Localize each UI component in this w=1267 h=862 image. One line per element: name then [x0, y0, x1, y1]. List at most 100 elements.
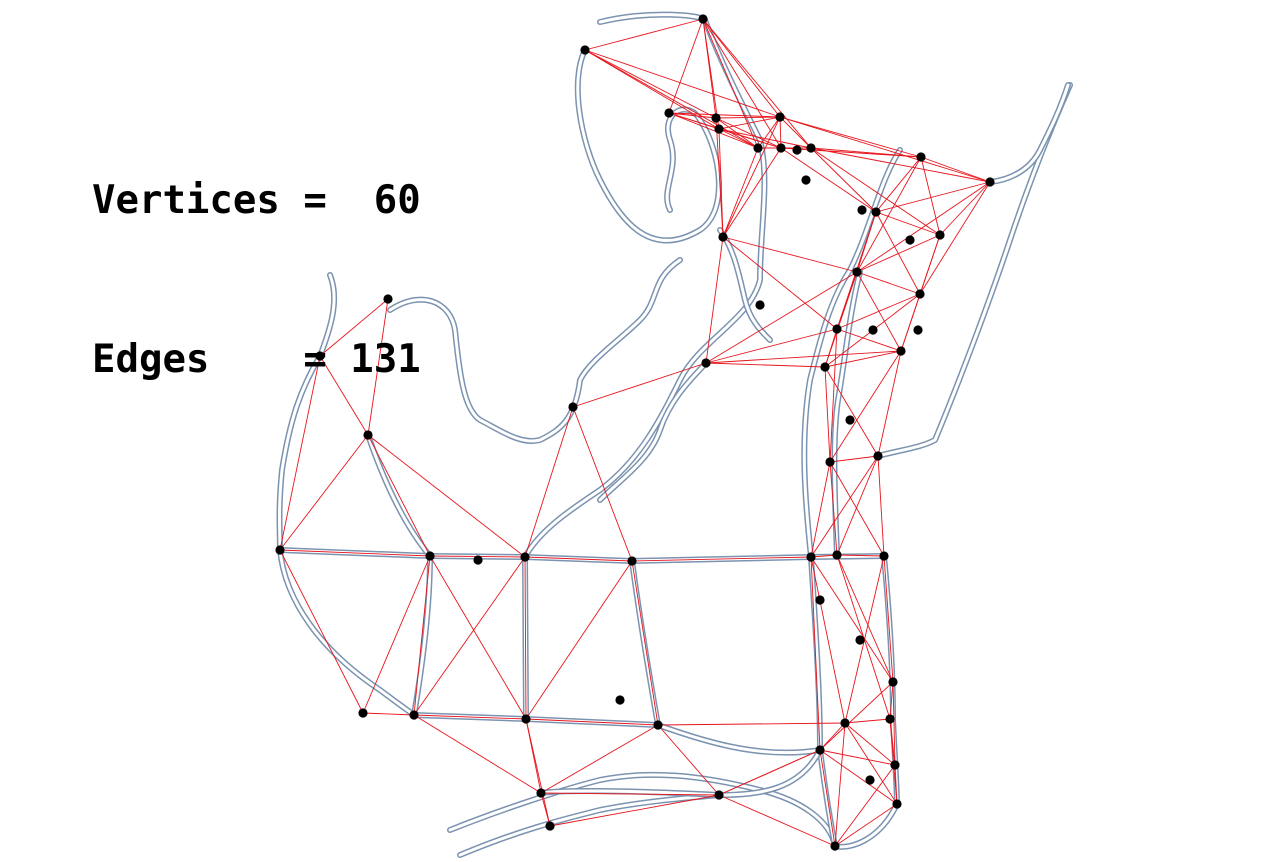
graph-edge	[875, 181, 991, 213]
graph-edge	[892, 681, 896, 766]
graph-edge	[367, 434, 526, 558]
graph-edge	[540, 792, 720, 796]
graph-edge	[413, 714, 542, 794]
graph-edge	[319, 298, 389, 357]
graph-vertex	[409, 710, 419, 720]
graph-edge	[718, 128, 759, 149]
graph-vertex	[868, 325, 878, 335]
graph-edge	[657, 722, 846, 726]
graph-edge	[883, 555, 894, 683]
graph-vertex	[830, 841, 840, 851]
graph-vertex	[896, 346, 906, 356]
graph-vertex	[855, 635, 865, 645]
road-fill	[458, 793, 721, 857]
graph-edge	[877, 350, 902, 457]
graph-edge	[549, 794, 720, 827]
graph-edge	[810, 461, 831, 558]
graph-edge	[718, 128, 782, 149]
graph-edge	[702, 18, 781, 118]
graph-vertex	[521, 714, 531, 724]
graph-edge	[829, 461, 838, 556]
graph-edge	[413, 555, 431, 716]
graph-edge	[779, 116, 812, 149]
road-fill	[809, 555, 837, 848]
graph-edge	[705, 362, 826, 368]
graph-edge	[722, 236, 858, 273]
graph-edge	[718, 749, 821, 796]
graph-vertex	[363, 430, 373, 440]
graph-vertex	[913, 325, 923, 335]
graph-edge	[824, 366, 879, 457]
vertices-label: Vertices	[92, 178, 280, 223]
graph-vertex	[545, 821, 555, 831]
graph-vertex	[568, 402, 578, 412]
graph-edge	[718, 116, 781, 130]
graph-edge	[631, 560, 659, 726]
graph-edge	[715, 116, 781, 119]
graph-vertex	[890, 760, 900, 770]
graph-edge	[810, 147, 922, 158]
graph-vertex	[985, 177, 995, 187]
graph-edge	[525, 718, 551, 827]
graph-edge	[844, 722, 896, 766]
road-fill	[448, 773, 837, 848]
graph-edge	[836, 328, 902, 352]
graph-edge	[836, 554, 894, 683]
graph-edge	[525, 560, 633, 720]
graph-edge	[824, 328, 838, 368]
graph-edge	[939, 181, 991, 236]
graph-edge	[856, 271, 921, 295]
edges-value: 131	[350, 337, 421, 382]
graph-vertex	[358, 708, 368, 718]
graph-edge	[856, 156, 922, 273]
graph-edge	[824, 366, 831, 463]
graph-edge	[413, 714, 527, 720]
graph-vertex	[915, 289, 925, 299]
graph-edge	[780, 147, 877, 213]
road-fill	[832, 270, 862, 557]
graph-edge	[367, 298, 389, 436]
graph-edge	[722, 116, 781, 238]
graph-edge	[524, 406, 574, 558]
graph-edge	[810, 147, 991, 183]
graph-edge	[572, 406, 633, 562]
graph-vertex	[832, 550, 842, 560]
graph-edge	[819, 681, 894, 751]
graph-edge	[668, 18, 704, 114]
graph-edge	[819, 749, 836, 847]
graph-vertex	[473, 555, 483, 565]
graph-vertex	[825, 457, 835, 467]
graph-edge	[572, 362, 707, 408]
graph-vertex	[383, 294, 393, 304]
graph-edge	[722, 147, 759, 238]
graph-vertex	[806, 552, 816, 562]
edges-label: Edges	[92, 337, 210, 382]
graph-edge	[279, 355, 321, 551]
graph-edge	[810, 455, 879, 558]
graph-edge	[584, 49, 781, 118]
graph-vertex	[815, 595, 825, 605]
graph-edge	[889, 681, 894, 720]
graph-vertex	[916, 152, 926, 162]
graph-edge	[875, 211, 921, 295]
graph-edge	[779, 116, 782, 149]
graph-vertex	[627, 556, 637, 566]
graph-vertex	[653, 720, 663, 730]
edges-stat: Edges = 131	[92, 337, 421, 382]
graph-vertex	[714, 790, 724, 800]
graph-vertex	[832, 324, 842, 334]
graph-edge	[819, 722, 846, 751]
graph-vertex	[315, 351, 325, 361]
graph-vertex	[714, 124, 724, 134]
graph-edge	[919, 181, 991, 295]
graph-edge	[525, 718, 659, 726]
graph-edge	[718, 794, 836, 847]
graph-vertex	[885, 714, 895, 724]
graph-edge	[810, 556, 846, 724]
graph-edge	[705, 328, 838, 364]
graph-edge	[702, 18, 782, 149]
graph-edge	[279, 549, 431, 557]
graph-edge	[829, 328, 838, 463]
graph-vertex	[701, 358, 711, 368]
